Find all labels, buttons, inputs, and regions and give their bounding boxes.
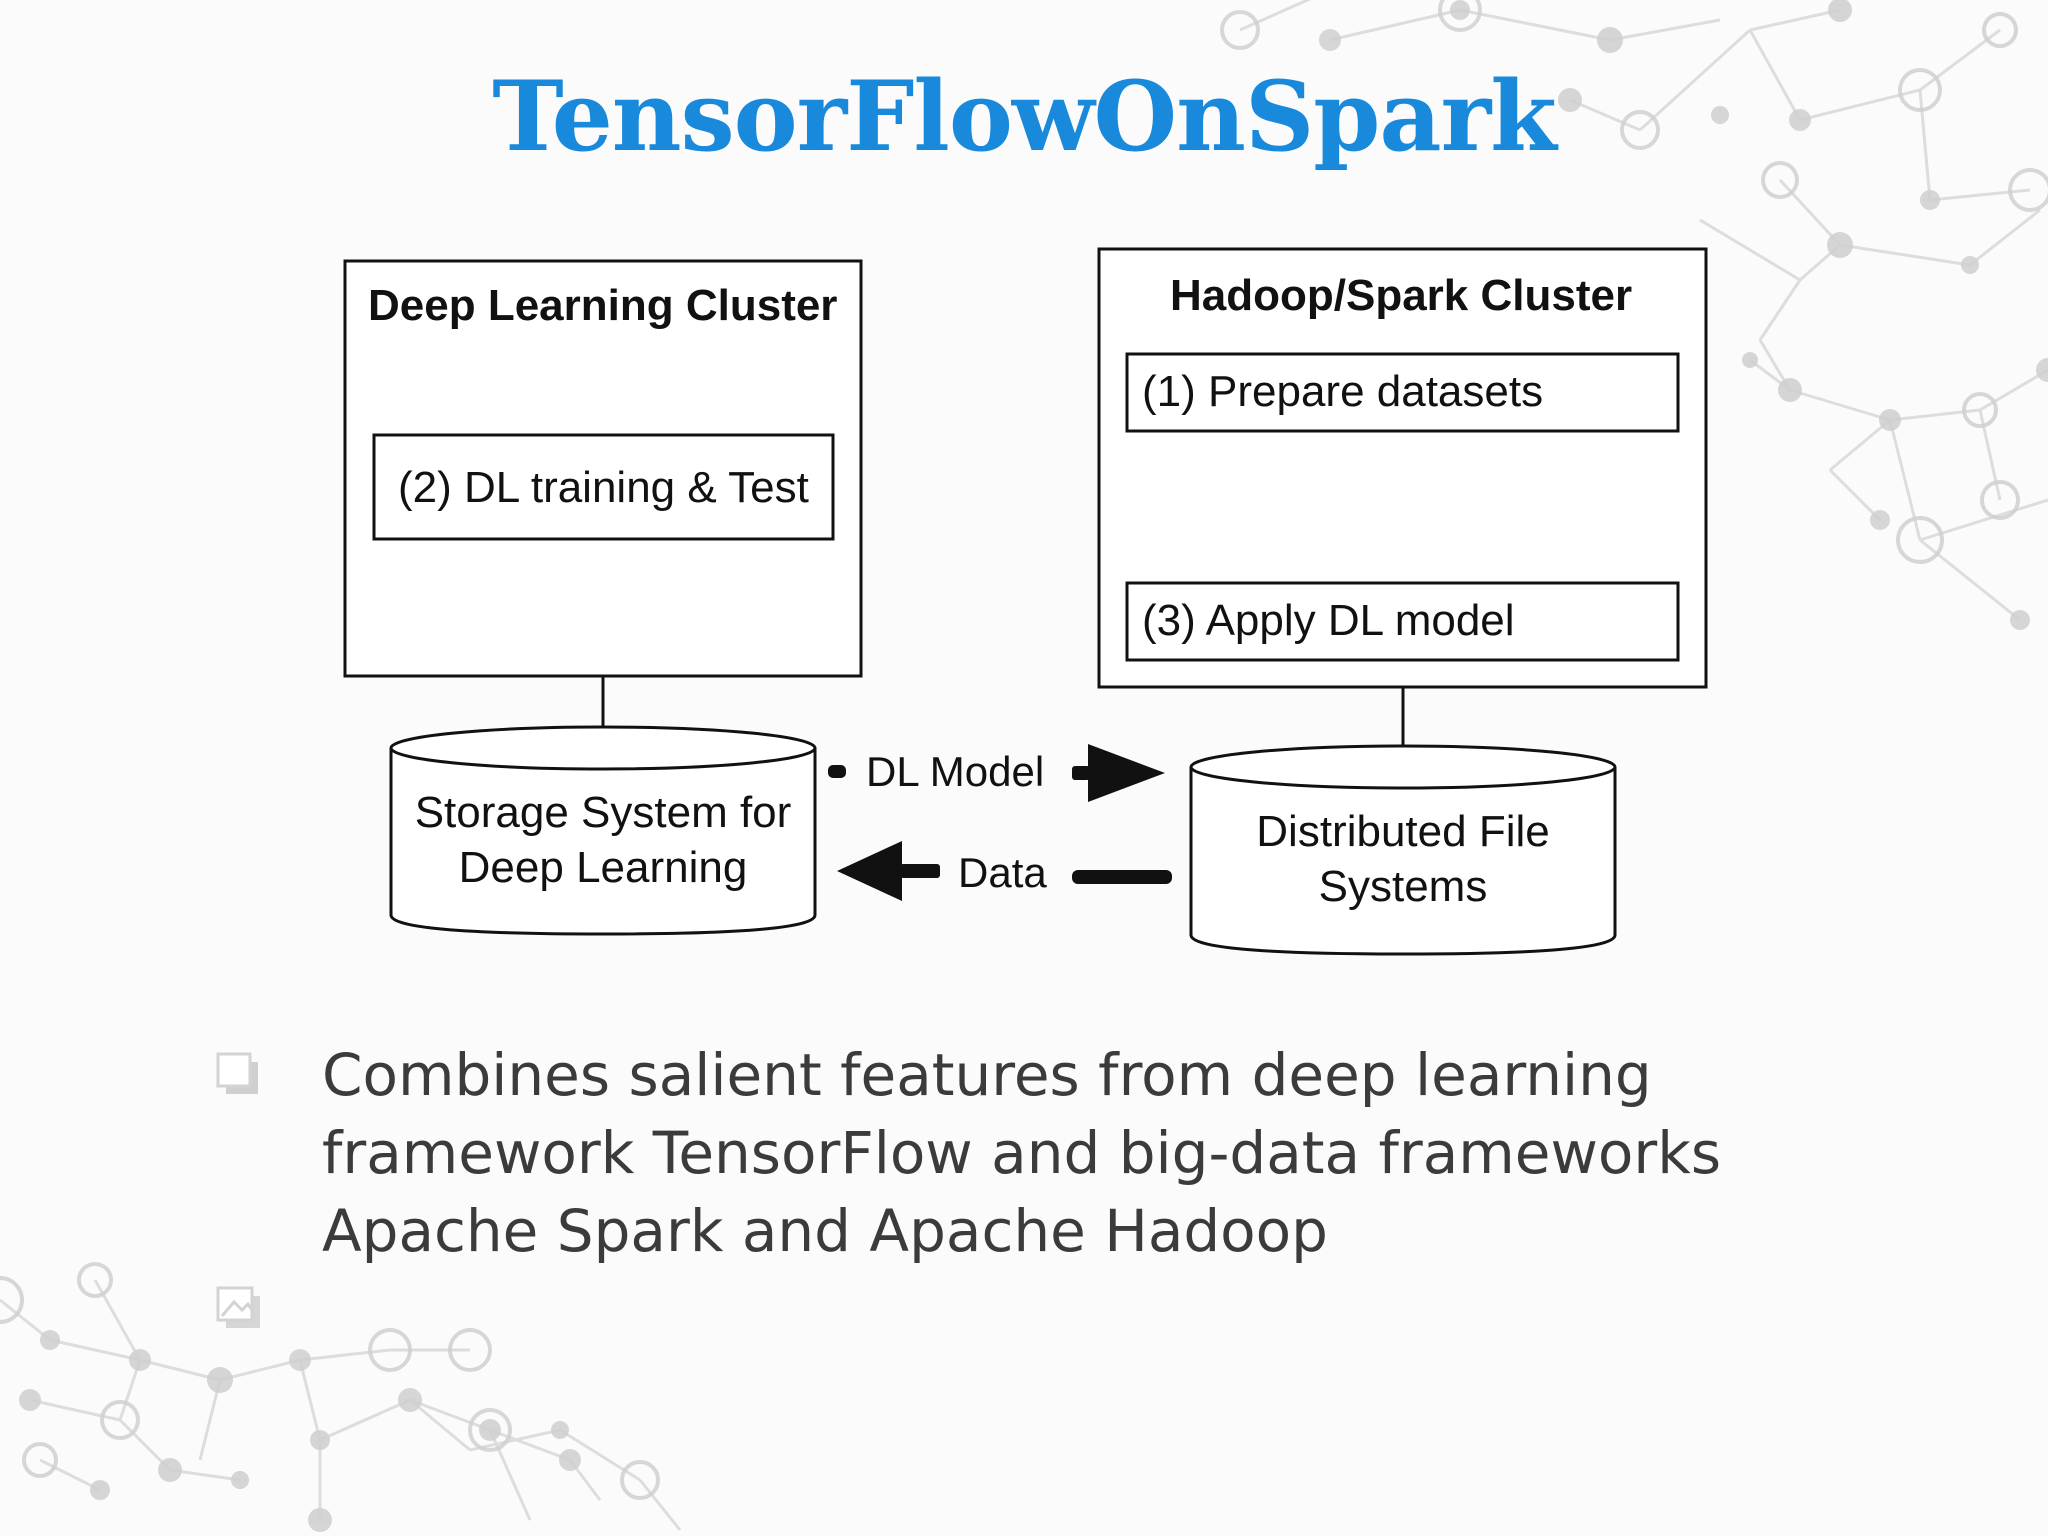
bullet-line: Combines salient features from deep lear… (322, 1041, 1652, 1109)
data-arrow-head (837, 841, 902, 901)
storage-system-label-line2: Deep Learning (459, 843, 748, 892)
bullet-item: Combines salient features from deep lear… (322, 1036, 1772, 1270)
data-arrow-label: Data (958, 849, 1047, 896)
prepare-datasets-step-label: (1) Prepare datasets (1142, 367, 1543, 416)
image-placeholder-icon (216, 1286, 260, 1328)
dl-training-step-box (372, 433, 835, 541)
hadoop-spark-cluster-title: Hadoop/Spark Cluster (1170, 271, 1632, 320)
distributed-file-systems-cylinder (1189, 744, 1617, 956)
storage-system-cylinder (389, 725, 817, 936)
distributed-fs-label-line1: Distributed File (1256, 807, 1549, 856)
dl-model-arrow-tail (828, 765, 846, 778)
bullet-line: Apache Spark and Apache Hadoop (322, 1197, 1328, 1265)
dl-model-arrow-label: DL Model (866, 748, 1044, 795)
deep-learning-cluster-title: Deep Learning Cluster (368, 281, 837, 330)
bullet-line: framework TensorFlow and big-data framew… (322, 1119, 1722, 1187)
dl-model-arrow-head (1088, 744, 1165, 802)
data-arrow-tail (1072, 870, 1172, 884)
prepare-datasets-step-box (1125, 352, 1680, 433)
apply-dl-model-step-label: (3) Apply DL model (1142, 596, 1515, 645)
slide-title: TensorFlowOnSpark (492, 60, 1556, 173)
dl-model-arrow-shaft (1072, 766, 1090, 780)
apply-dl-model-step-box (1125, 581, 1680, 662)
dl-training-step-label: (2) DL training & Test (398, 463, 809, 512)
bullet-square-icon (216, 1052, 258, 1094)
distributed-fs-label-line2: Systems (1319, 862, 1488, 911)
storage-system-label-line1: Storage System for (415, 788, 792, 837)
data-arrow-shaft (900, 864, 940, 878)
